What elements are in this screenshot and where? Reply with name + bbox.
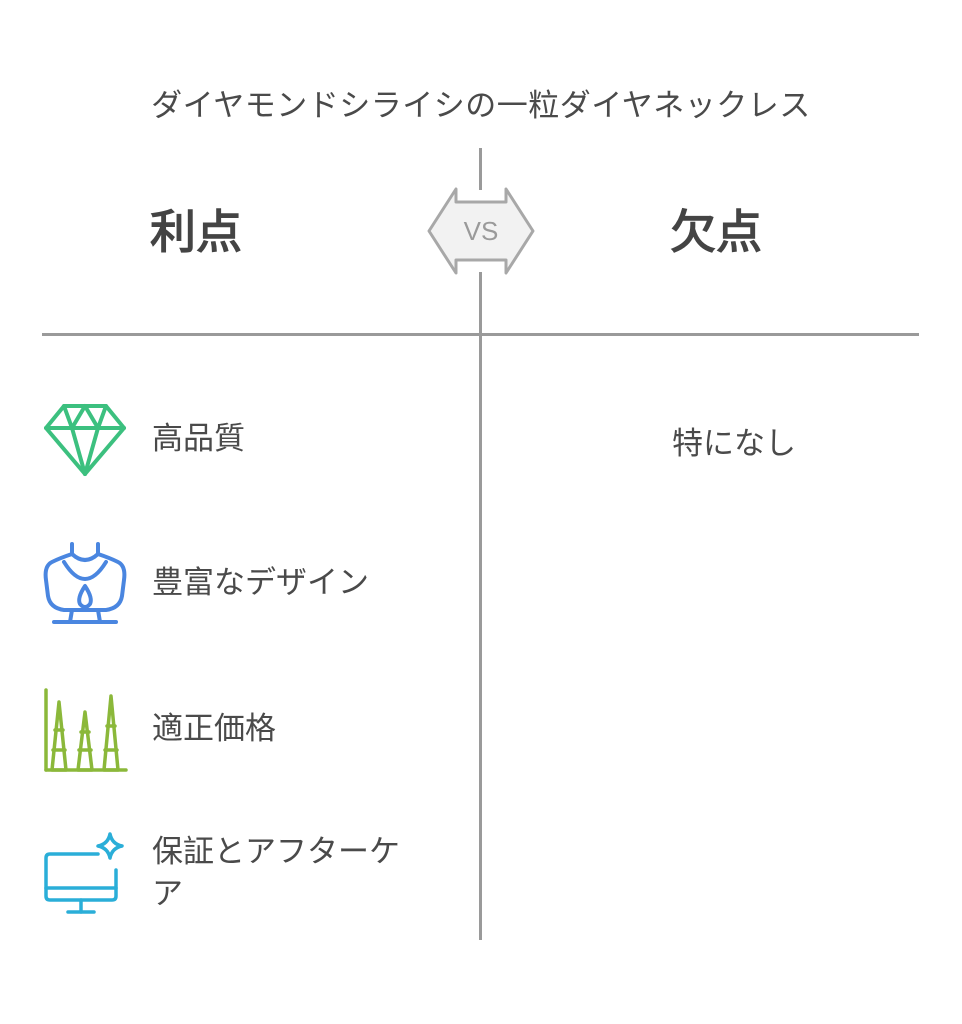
header-divider-left <box>42 333 479 336</box>
diamond-icon <box>44 404 126 476</box>
vs-badge-icon <box>427 187 535 275</box>
diagram-title: ダイヤモンドシライシの一粒ダイヤネックレス <box>151 88 811 124</box>
necklace-bust-icon <box>43 542 127 624</box>
vs-label: VS <box>463 216 499 246</box>
center-divider-top <box>479 148 482 190</box>
pros-item-warranty: 保証とアフターケア <box>42 830 402 916</box>
pros-item-label: 豊富なデザイン <box>152 565 369 601</box>
pros-item-label: 高品質 <box>152 421 245 457</box>
price-bars-icon <box>44 688 128 772</box>
pros-item-price: 適正価格 <box>42 686 402 772</box>
pros-item-label: 適正価格 <box>152 711 276 747</box>
pros-item-quality: 高品質 <box>42 396 402 482</box>
header-divider-right <box>482 333 919 336</box>
pros-item-design: 豊富なデザイン <box>42 540 402 626</box>
cons-heading: 欠点 <box>670 205 762 259</box>
monitor-sparkle-icon <box>44 832 124 914</box>
cons-item-none: 特になし <box>672 426 796 462</box>
pros-item-label: 保証とアフターケア <box>152 834 400 912</box>
pros-heading: 利点 <box>150 205 242 259</box>
center-divider-bottom <box>479 272 482 940</box>
